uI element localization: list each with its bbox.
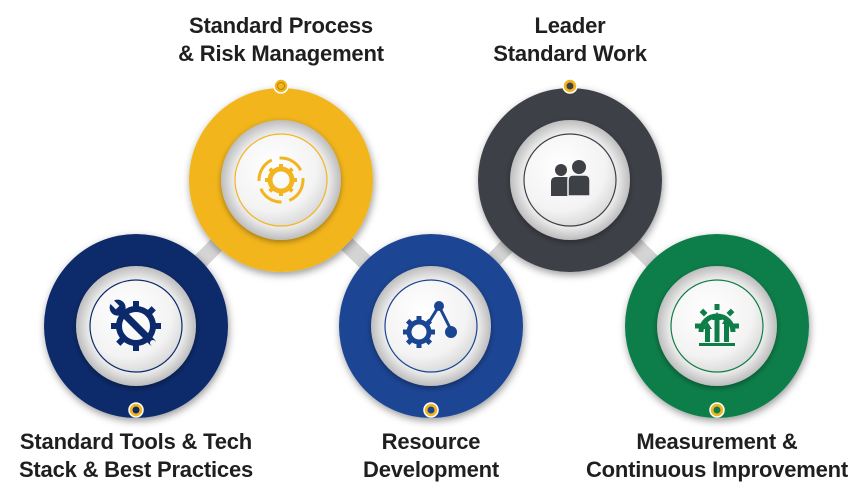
label-line-1: Standard Tools & Tech bbox=[19, 429, 253, 454]
label-resource-development: Resource Development bbox=[363, 428, 499, 484]
label-standard-process: Standard Process & Risk Management bbox=[178, 12, 384, 68]
label-line-2: & Risk Management bbox=[178, 41, 384, 66]
stage-resource-development bbox=[339, 234, 523, 418]
stage-inner-disc bbox=[384, 279, 478, 373]
stage-measurement bbox=[625, 234, 809, 418]
stage-leader-standard-work bbox=[478, 78, 662, 272]
label-leader-standard-work: Leader Standard Work bbox=[493, 12, 647, 68]
label-line-1: Resource bbox=[381, 429, 481, 454]
label-line-1: Leader bbox=[534, 13, 606, 38]
gear-network-icon bbox=[403, 301, 457, 348]
label-line-2: Stack & Best Practices bbox=[18, 457, 254, 482]
gear-cycle-icon bbox=[257, 156, 305, 204]
label-standard-tools: Standard Tools & Tech Stack & Best Pract… bbox=[19, 428, 253, 484]
stage-standard-process bbox=[189, 78, 373, 272]
label-line-2: Development bbox=[363, 457, 499, 482]
stage-inner-disc bbox=[234, 133, 328, 227]
label-line-2: Standard Work bbox=[493, 41, 647, 66]
label-line-1: Measurement & bbox=[636, 429, 798, 454]
wrench-gear-icon bbox=[108, 298, 161, 351]
stage-standard-tools bbox=[44, 234, 228, 418]
label-measurement: Measurement & Continuous Improvement bbox=[586, 428, 848, 484]
label-line-1: Standard Process bbox=[189, 13, 373, 38]
people-icon bbox=[551, 160, 591, 197]
gear-growth-chart-icon bbox=[695, 304, 739, 346]
label-line-2: Continuous Improvement bbox=[585, 457, 849, 482]
